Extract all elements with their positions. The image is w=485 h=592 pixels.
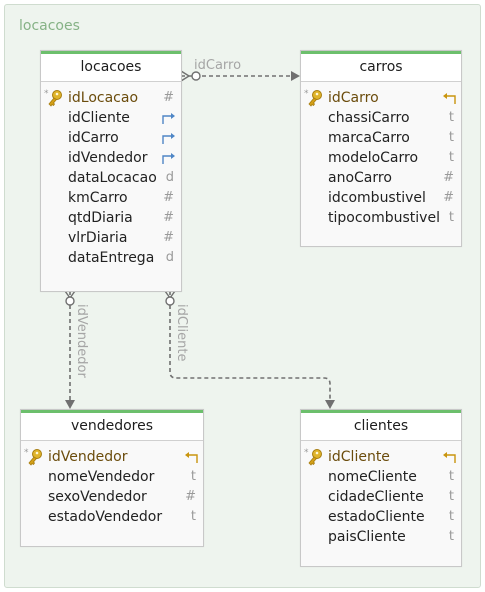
column-row-estadoVendedor[interactable]: estadoVendedor t (21, 507, 203, 527)
column-type: t (448, 130, 454, 145)
column-row-marcaCarro[interactable]: marcaCarro t (301, 128, 461, 148)
column-row-kmCarro[interactable]: kmCarro # (41, 188, 181, 208)
column-type: d (165, 250, 174, 265)
column-name: paisCliente (328, 529, 406, 545)
column-row-estadoCliente[interactable]: estadoCliente t (301, 507, 461, 527)
relation-label-idVendedor: idVendedor (74, 304, 89, 378)
relation-idCliente[interactable] (164, 290, 335, 409)
referenced-key-icon (185, 452, 198, 463)
column-name: marcaCarro (328, 130, 410, 146)
referenced-key-icon (443, 93, 456, 104)
column-type: t (448, 489, 454, 504)
column-row-idVendedor[interactable]: * idVendedor (21, 447, 203, 467)
column-name: idLocacao (68, 90, 139, 106)
column-row-nomeVendedor[interactable]: nomeVendedor t (21, 467, 203, 487)
relation-idVendedor[interactable] (64, 290, 76, 409)
column-type: t (448, 150, 454, 165)
column-name: dataLocacao (68, 170, 157, 186)
svg-text:*: * (304, 448, 309, 458)
column-row-idCarro[interactable]: idCarro (41, 128, 181, 148)
column-row-idCliente[interactable]: * idCliente (301, 447, 461, 467)
relation-idCarro[interactable] (180, 70, 300, 82)
column-row-idCliente[interactable]: idCliente (41, 108, 181, 128)
column-row-idVendedor[interactable]: idVendedor (41, 148, 181, 168)
svg-text:*: * (304, 89, 309, 99)
column-name: idVendedor (68, 150, 148, 166)
column-name: vlrDiaria (68, 230, 128, 246)
column-type: # (185, 489, 196, 504)
foreign-key-icon (162, 133, 175, 144)
column-type: # (163, 210, 174, 225)
column-row-tipocombustivel[interactable]: tipocombustivel t (301, 208, 461, 228)
relation-label-idCarro: idCarro (194, 58, 242, 73)
svg-text:*: * (24, 448, 29, 458)
column-name: chassiCarro (328, 110, 410, 126)
column-type: t (448, 529, 454, 544)
group-title: locacoes (19, 18, 80, 34)
column-name: tipocombustivel (328, 210, 440, 226)
column-row-anoCarro[interactable]: anoCarro # (301, 168, 461, 188)
column-row-paisCliente[interactable]: paisCliente t (301, 527, 461, 547)
primary-key-icon: * (44, 89, 62, 107)
column-type: t (448, 210, 454, 225)
column-name: dataEntrega (68, 250, 155, 266)
column-row-dataEntrega[interactable]: dataEntrega d (41, 248, 181, 268)
column-type: d (165, 170, 174, 185)
column-type: t (448, 469, 454, 484)
column-name: cidadeCliente (328, 489, 424, 505)
column-row-vlrDiaria[interactable]: vlrDiaria # (41, 228, 181, 248)
column-type: # (163, 230, 174, 245)
column-row-idLocacao[interactable]: * idLocacao # (41, 88, 181, 108)
column-type: # (163, 90, 174, 105)
column-row-idCarro[interactable]: * idCarro (301, 88, 461, 108)
primary-key-icon: * (24, 448, 42, 466)
column-name: modeloCarro (328, 150, 419, 166)
column-type: t (190, 469, 196, 484)
column-name: idCarro (328, 90, 379, 106)
column-name: idVendedor (48, 449, 128, 465)
column-type: # (163, 190, 174, 205)
table-title: locacoes (41, 51, 181, 82)
column-name: kmCarro (68, 190, 128, 206)
foreign-key-icon (162, 113, 175, 124)
column-name: estadoVendedor (48, 509, 163, 525)
column-name: idcombustivel (328, 190, 426, 206)
column-name: idCliente (68, 110, 130, 126)
column-name: anoCarro (328, 170, 392, 186)
table-title: vendedores (21, 410, 203, 441)
column-name: idCliente (328, 449, 390, 465)
column-type: # (443, 190, 454, 205)
column-row-idcombustivel[interactable]: idcombustivel # (301, 188, 461, 208)
column-row-cidadeCliente[interactable]: cidadeCliente t (301, 487, 461, 507)
table-title: clientes (301, 410, 461, 441)
column-name: sexoVendedor (48, 489, 147, 505)
column-name: idCarro (68, 130, 119, 146)
primary-key-icon: * (304, 89, 322, 107)
column-type: t (448, 509, 454, 524)
table-title: carros (301, 51, 461, 82)
column-type: # (443, 170, 454, 185)
column-row-nomeCliente[interactable]: nomeCliente t (301, 467, 461, 487)
column-row-dataLocacao[interactable]: dataLocacao d (41, 168, 181, 188)
column-type: t (190, 509, 196, 524)
column-type: t (448, 110, 454, 125)
column-row-sexoVendedor[interactable]: sexoVendedor # (21, 487, 203, 507)
column-row-qtdDiaria[interactable]: qtdDiaria # (41, 208, 181, 228)
svg-text:*: * (44, 89, 49, 99)
column-row-modeloCarro[interactable]: modeloCarro t (301, 148, 461, 168)
referenced-key-icon (443, 452, 456, 463)
table-locacoes[interactable]: locacoes * idLocacao # idCliente idCarro idVe… (40, 50, 182, 292)
relation-label-idCliente: idCliente (174, 304, 189, 362)
column-name: estadoCliente (328, 509, 425, 525)
table-vendedores[interactable]: vendedores * idVendedor nomeVendedor t sexoV… (20, 409, 204, 547)
column-name: qtdDiaria (68, 210, 133, 226)
column-name: nomeVendedor (48, 469, 155, 485)
column-name: nomeCliente (328, 469, 417, 485)
primary-key-icon: * (304, 448, 322, 466)
foreign-key-icon (162, 153, 175, 164)
column-row-chassiCarro[interactable]: chassiCarro t (301, 108, 461, 128)
